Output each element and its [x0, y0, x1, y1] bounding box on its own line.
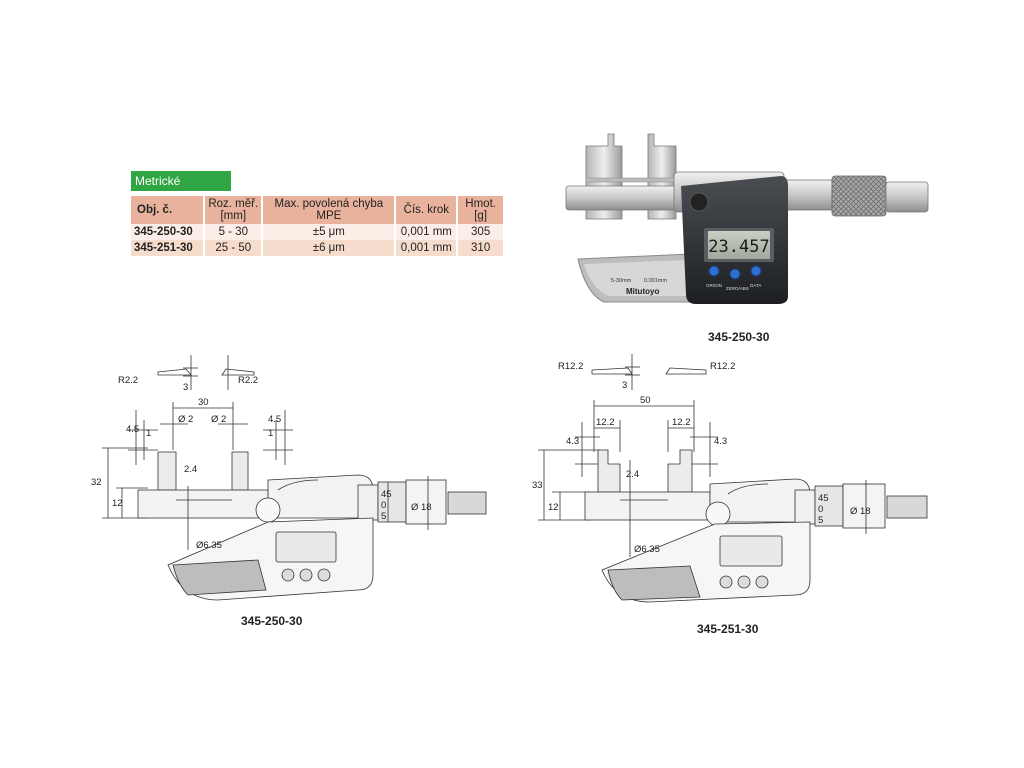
right-spindle-diameter: Ø6.35: [634, 544, 660, 555]
left-thimble-tick-0: 0: [381, 500, 386, 511]
header-range: Roz. měř. [mm]: [204, 196, 264, 224]
left-gap: 2.4: [184, 464, 197, 475]
left-body-height: 12: [112, 498, 123, 509]
photo-lcd-value: 23.457: [708, 237, 769, 257]
right-thimble-tick-0: 0: [818, 504, 823, 515]
header-range-line2: [mm]: [220, 210, 247, 222]
right-jaw-top-right: 4.3: [714, 436, 727, 447]
photo-resolution-print: 0.001mm: [644, 278, 667, 284]
header-code: Obj. č.: [131, 196, 206, 224]
row-code: 345-251-30: [131, 240, 206, 256]
row-step: 0,001 mm: [395, 240, 459, 256]
header-mass-line1: Hmot.: [465, 198, 496, 210]
left-jaw-width-right: Ø 2: [211, 414, 226, 425]
photo-range-print: 5-30mm: [611, 278, 632, 284]
metric-badge: Metrické: [131, 171, 231, 191]
row-step: 0,001 mm: [395, 224, 459, 240]
left-radius-left: R2.2: [118, 375, 138, 386]
photo-button-label-zero: ZERO/ABS: [726, 286, 749, 291]
row-mpe: ±6 μm: [262, 240, 397, 256]
header-mass-line2: [g]: [474, 210, 488, 222]
row-range: 5 - 30: [204, 224, 264, 240]
right-thimble-tick-45: 45: [818, 493, 829, 504]
table-row: 345-250-30 5 - 30 ±5 μm 0,001 mm 305: [131, 224, 503, 240]
photo-button-label-data: DATA: [750, 283, 761, 288]
row-mass: 305: [457, 224, 503, 240]
left-span: 30: [198, 397, 209, 408]
left-tip-thickness: 3: [183, 382, 188, 393]
row-mass: 310: [457, 240, 503, 256]
left-spindle-diameter: Ø6.35: [196, 540, 222, 551]
photo-zero-button: [729, 268, 741, 280]
left-jaw-top-left: 4.5: [126, 424, 139, 435]
table-row: 345-251-30 25 - 50 ±6 μm 0,001 mm 310: [131, 240, 503, 256]
header-mass: Hmot. [g]: [457, 196, 503, 224]
right-radius-left: R12.2: [558, 361, 583, 372]
left-thimble-tick-45: 45: [381, 489, 392, 500]
right-thimble-tick-5: 5: [818, 515, 823, 526]
spec-table: Obj. č. Roz. měř. [mm] Max. povolená chy…: [131, 196, 503, 256]
header-mpe: Max. povolená chyba MPE: [262, 196, 397, 224]
row-code: 345-250-30: [131, 224, 206, 240]
left-jaw-step-left: 1: [146, 428, 151, 439]
drawing-345-250-30: R2.2 R2.2 3 30 Ø 2 Ø 2 4.5 4.5 1 1 32 12…: [91, 355, 487, 601]
product-photo: 5-30mm 0.001mm Mitutoyo 23.457 ORIGIN ZE…: [565, 133, 929, 304]
left-jaw-top-right: 4.5: [268, 414, 281, 425]
left-jaw-width-left: Ø 2: [178, 414, 193, 425]
row-range: 25 - 50: [204, 240, 264, 256]
photo-brand: Mitutoyo: [626, 287, 659, 296]
right-drawing-caption: 345-251-30: [697, 622, 759, 636]
right-jaw-width-right: 12.2: [672, 417, 691, 428]
photo-caption: 345-250-30: [708, 330, 770, 344]
right-thimble-diameter: Ø 18: [850, 506, 871, 517]
left-jaw-step-right: 1: [268, 428, 273, 439]
header-range-line1: Roz. měř.: [208, 198, 259, 210]
right-radius-right: R12.2: [710, 361, 735, 372]
left-radius-right: R2.2: [238, 375, 258, 386]
right-body-height: 12: [548, 502, 559, 513]
photo-data-button: [750, 265, 762, 277]
photo-button-label-origin: ORIGIN: [706, 283, 722, 288]
right-span: 50: [640, 395, 651, 406]
left-drawing-caption: 345-250-30: [241, 614, 303, 628]
header-step: Čís. krok: [395, 196, 459, 224]
left-height: 32: [91, 477, 102, 488]
drawing-345-251-30: R12.2 R12.2 3 50 12.2 12.2 4.3 4.3 33 12…: [532, 354, 928, 603]
table-header-row: Obj. č. Roz. měř. [mm] Max. povolená chy…: [131, 196, 503, 224]
right-tip-thickness: 3: [622, 380, 627, 391]
right-gap: 2.4: [626, 469, 639, 480]
right-jaw-width-left: 12.2: [596, 417, 615, 428]
left-thimble-diameter: Ø 18: [411, 502, 432, 513]
left-thimble-tick-5: 5: [381, 511, 386, 522]
row-mpe: ±5 μm: [262, 224, 397, 240]
photo-origin-button: [708, 265, 720, 277]
right-height: 33: [532, 480, 543, 491]
right-jaw-top-left: 4.3: [566, 436, 579, 447]
